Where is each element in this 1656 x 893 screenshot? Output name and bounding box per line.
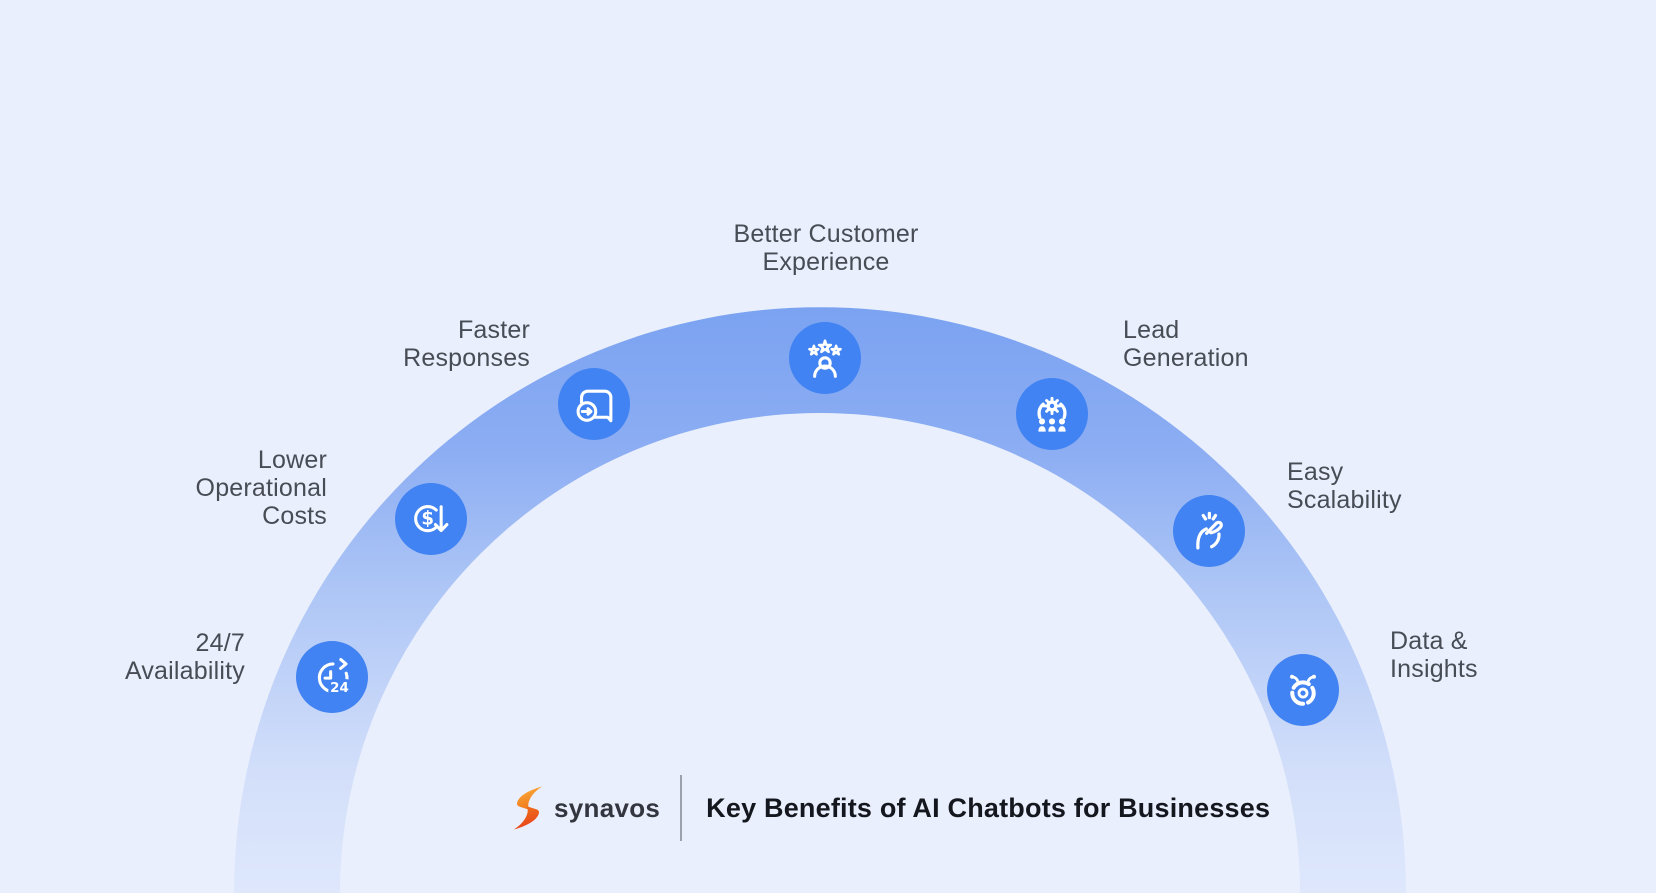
svg-text:$: $ [421,509,434,530]
benefit-label-lead-generation: Lead Generation [1123,316,1249,372]
svg-text:24: 24 [330,681,349,696]
benefit-badge-easy-scalability [1173,495,1245,567]
quick-reply-icon [576,389,613,423]
page-title: Key Benefits of AI Chatbots for Business… [706,792,1271,823]
lead-generation-icon [1037,396,1067,432]
benefit-badge-lower-costs: $ [395,483,467,555]
snap-fingers-icon [1196,511,1223,550]
benefit-label-customer-experience: Better Customer Experience [733,220,919,276]
synavos-logo-icon [513,786,543,830]
footer-divider [680,775,683,841]
footer-bar: synavos Key Benefits of AI Chatbots for … [512,775,1270,841]
benefit-badge-customer-experience [789,322,861,394]
benefit-label-lower-costs: Lower Operational Costs [195,446,327,530]
benefit-label-easy-scalability: Easy Scalability [1287,458,1402,514]
arc-band-shape [234,307,1406,893]
benefit-badge-availability: 24 [296,641,368,713]
benefit-label-availability: 24/7 Availability [124,629,245,685]
benefit-label-data-insights: Data & Insights [1390,627,1478,683]
brand-name: synavos [554,792,661,823]
customer-rating-icon [802,335,848,378]
benefit-badge-lead-generation [1016,378,1088,450]
benefit-label-faster-responses: Faster Responses [403,316,530,372]
clock-24-icon: 24 [317,658,352,699]
benefit-badge-faster-responses [558,368,630,440]
benefit-badge-data-insights [1267,654,1339,726]
donut-insights-icon [1290,674,1316,706]
dollar-down-icon: $ [414,505,449,533]
